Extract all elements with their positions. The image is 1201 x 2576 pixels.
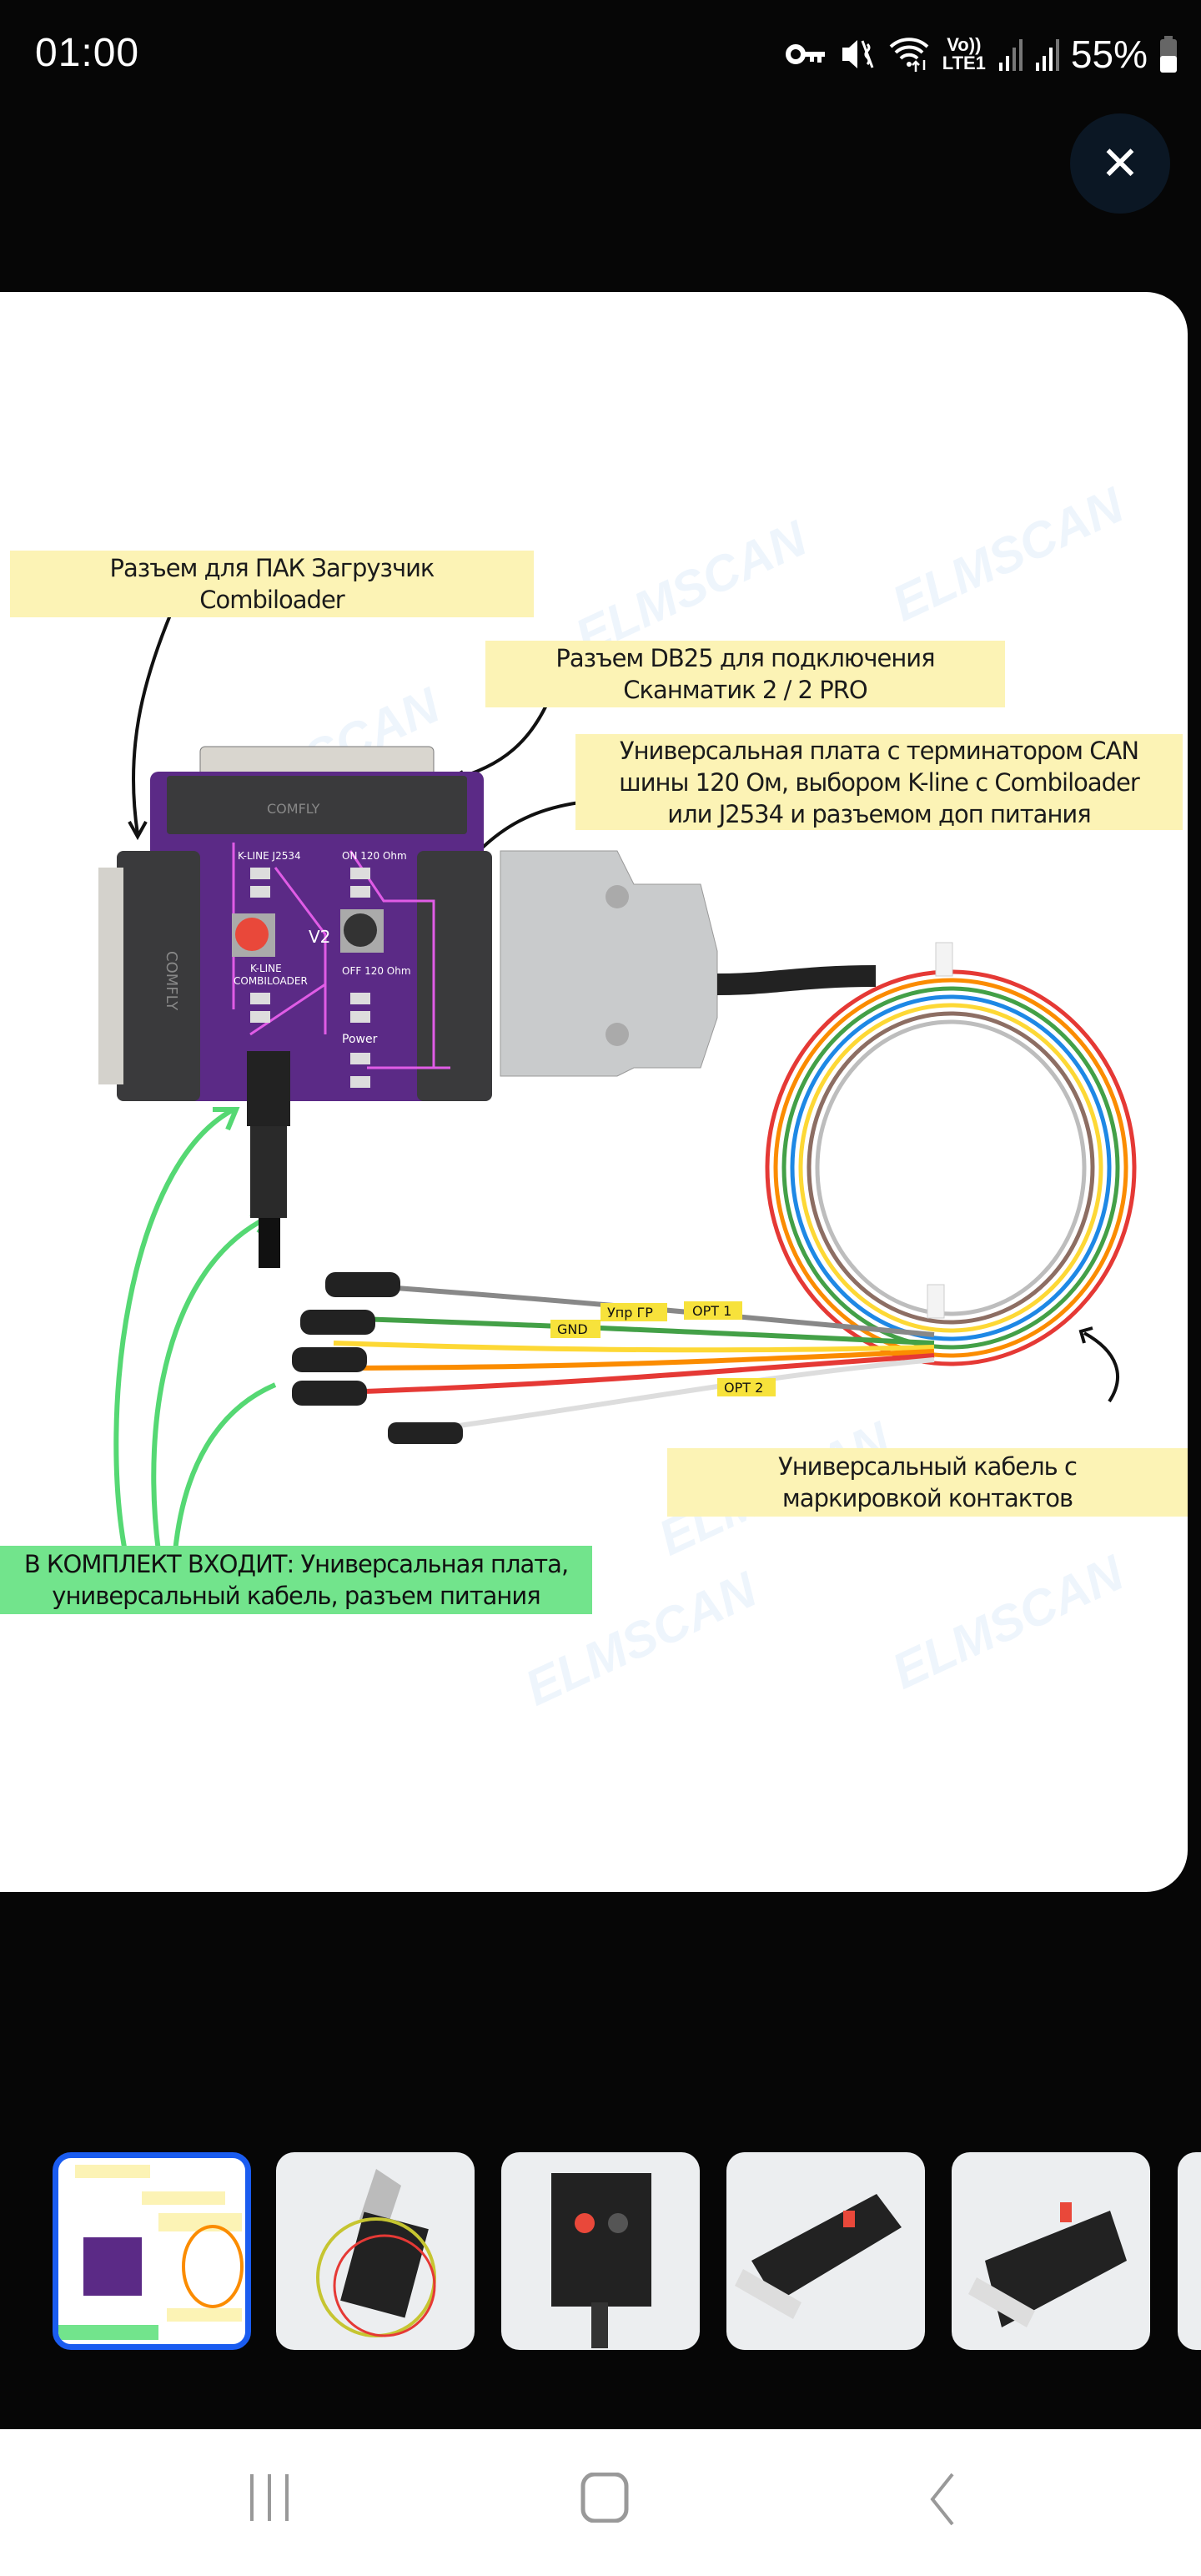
- home-button[interactable]: [580, 2472, 630, 2527]
- thumbnail-4[interactable]: [726, 2152, 925, 2350]
- battery-percent: 55%: [1070, 33, 1148, 76]
- wire-tag: GND: [557, 1321, 588, 1337]
- combiloader-label: COMBILOADER: [234, 975, 308, 987]
- brand-label: COMFLY: [163, 951, 180, 1011]
- lte-label: LTE1: [942, 53, 986, 73]
- thumbnail-5[interactable]: [952, 2152, 1150, 2350]
- vpn-key-icon: [785, 44, 825, 64]
- thumbnail-3[interactable]: [501, 2152, 700, 2350]
- thumbnail-image: [735, 2194, 902, 2319]
- thumbnail-image: [968, 2202, 1127, 2327]
- back-icon: [930, 2473, 954, 2526]
- product-illustration: COMFLY COMFLY K-LINE J2534 ON 120 Ohm V2…: [98, 612, 1137, 1552]
- back-button[interactable]: [926, 2473, 956, 2530]
- black-button: [344, 913, 377, 947]
- wire-tag: OPT 1: [692, 1303, 731, 1319]
- thumbnail-image: [58, 2165, 244, 2340]
- navigation-bar: [0, 2429, 1201, 2576]
- off-120-label: OFF 120 Ohm: [342, 965, 411, 977]
- signal-icon: [998, 39, 1023, 71]
- thumbnail-image: [316, 2169, 436, 2337]
- on-120-label: ON 120 Ohm: [342, 850, 407, 862]
- v2-label: V2: [309, 927, 330, 947]
- recent-apps-icon: [250, 2474, 289, 2521]
- volte-label: Vo)): [947, 34, 982, 55]
- kline-j2534-label: K-LINE J2534: [238, 850, 301, 862]
- close-icon: ✕: [1100, 137, 1140, 189]
- recent-apps-button[interactable]: [247, 2473, 292, 2527]
- home-icon: [580, 2472, 629, 2523]
- brand-label: COMFLY: [267, 801, 320, 817]
- battery-icon: [1160, 36, 1177, 73]
- red-button: [235, 918, 269, 951]
- clock: 01:00: [35, 31, 140, 75]
- db25-hood: [500, 850, 718, 1077]
- product-image[interactable]: ELMSCAN ELMSCAN ELMSCAN ELMSCAN ELMSCAN …: [0, 292, 1188, 1892]
- wire-tag: Упр ГР: [607, 1305, 653, 1321]
- thumbnail-2[interactable]: [276, 2152, 475, 2350]
- callout-combiloader: Разъем для ПАК Загрузчик Combiloader: [10, 551, 534, 617]
- thumbnail-strip[interactable]: [0, 2152, 1201, 2352]
- signal-icon: [1035, 39, 1059, 71]
- power-label: Power: [342, 1033, 378, 1046]
- thumbnail-1[interactable]: [53, 2152, 251, 2350]
- kline-label: K-LINE: [250, 963, 282, 974]
- cable-coil: [765, 969, 1137, 1366]
- status-bar: 01:00 Vo))LTE1 55%: [0, 0, 1201, 108]
- network-type: Vo))LTE1: [942, 36, 986, 73]
- callout-db25: Разъем DB25 для подключения Сканматик 2 …: [485, 641, 1005, 707]
- mute-vibrate-icon: [842, 40, 874, 68]
- wire-tag: OPT 2: [724, 1380, 763, 1396]
- power-jack: [247, 1051, 290, 1126]
- thumbnail-6[interactable]: [1178, 2152, 1201, 2350]
- thumbnail-image: [551, 2173, 651, 2348]
- close-button[interactable]: ✕: [1070, 113, 1170, 214]
- wifi-icon: [889, 38, 929, 72]
- callout-kit-contents: В КОМПЛЕКТ ВХОДИТ: Универсальная плата, …: [0, 1546, 592, 1614]
- callout-cable: Универсальный кабель с маркировкой конта…: [667, 1448, 1188, 1517]
- callout-board: Универсальная плата с терминатором CAN ш…: [575, 734, 1183, 830]
- top-connector: [167, 776, 467, 834]
